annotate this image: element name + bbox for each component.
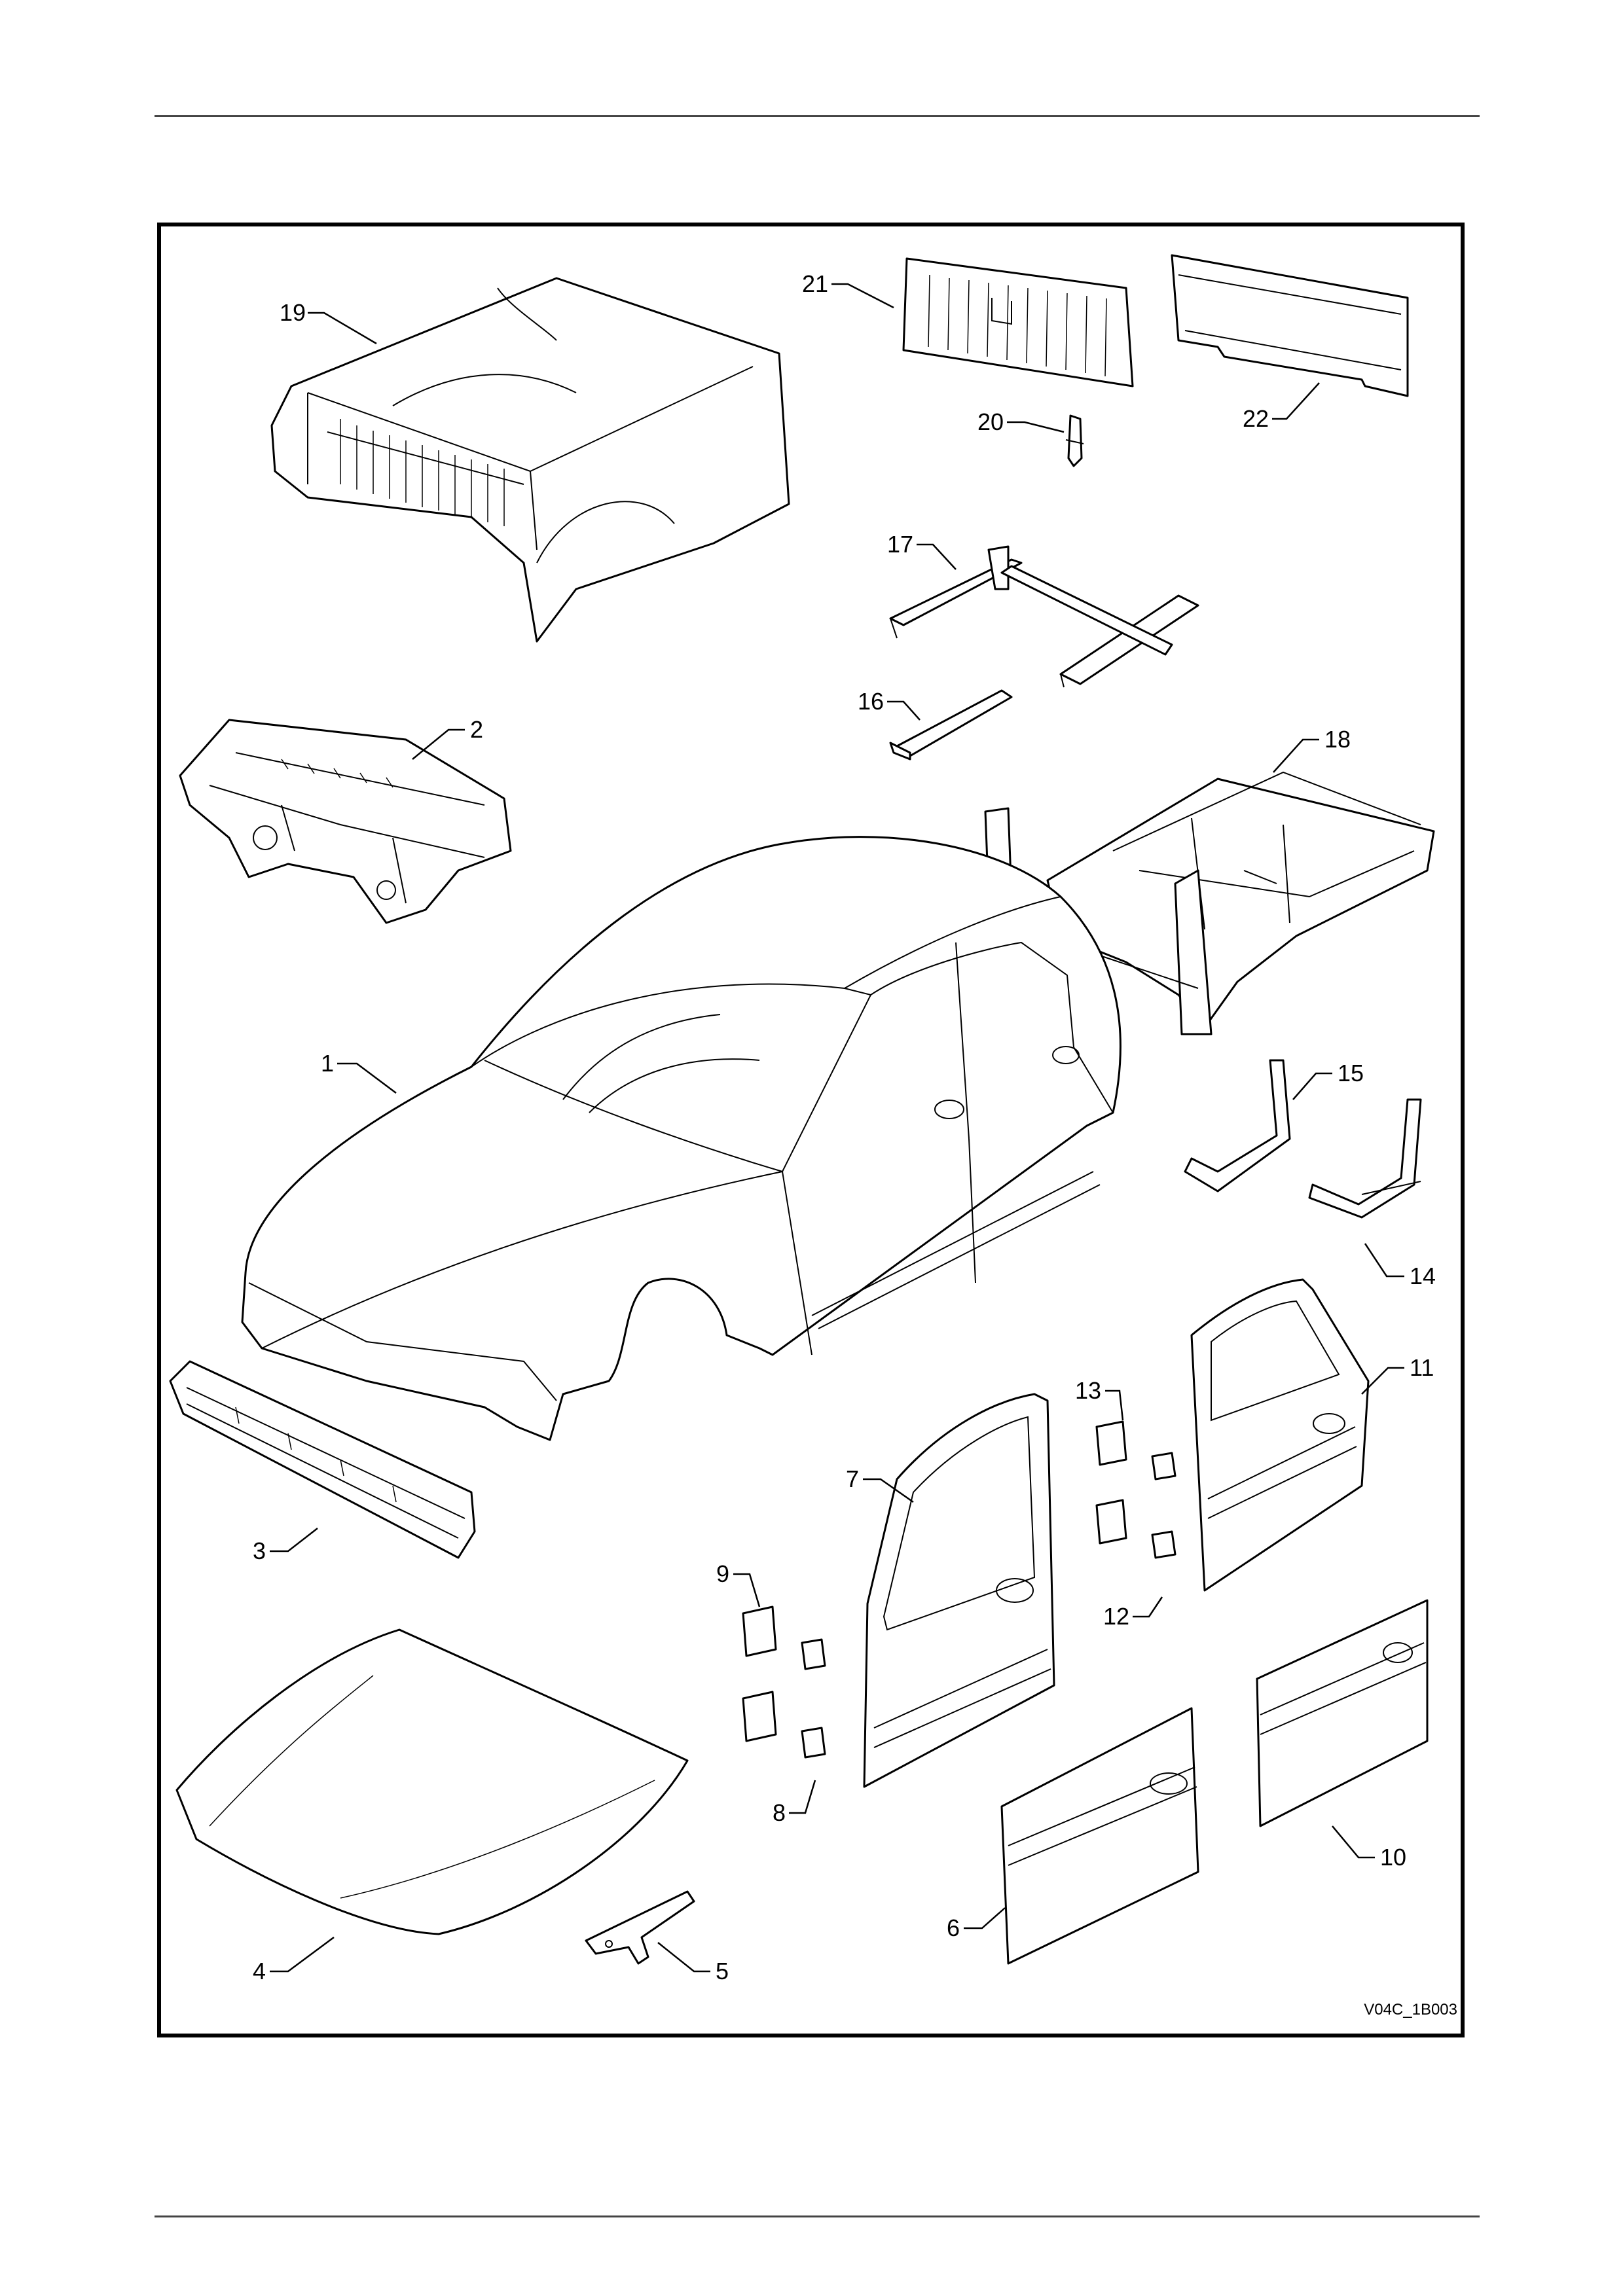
callout-5: 5 bbox=[716, 1958, 729, 1984]
callout-22: 22 bbox=[1243, 405, 1269, 432]
callout-14: 14 bbox=[1410, 1263, 1436, 1289]
figure-reference-code: V04C_1B003 bbox=[1364, 2001, 1457, 2018]
part-6-front-door-skin bbox=[1002, 1708, 1198, 1964]
callout-8: 8 bbox=[773, 1799, 786, 1826]
part-4-hood bbox=[177, 1630, 687, 1934]
callout-13: 13 bbox=[1075, 1377, 1101, 1404]
callout-3: 3 bbox=[253, 1537, 266, 1564]
part-9-upper-hinge bbox=[743, 1607, 825, 1669]
part-15-support-bracket bbox=[1185, 1060, 1290, 1191]
callout-10: 10 bbox=[1380, 1844, 1406, 1871]
part-21-tailgate bbox=[903, 259, 1133, 386]
callout-21: 21 bbox=[802, 270, 828, 297]
callout-7: 7 bbox=[846, 1465, 859, 1492]
callout-20: 20 bbox=[977, 408, 1004, 435]
callout-2: 2 bbox=[470, 716, 483, 743]
callout-6: 6 bbox=[947, 1914, 960, 1941]
part-1-body-shell bbox=[242, 837, 1120, 1440]
part-8-lower-hinge bbox=[743, 1692, 825, 1757]
part-14-support-bracket bbox=[1309, 1100, 1421, 1217]
callout-12: 12 bbox=[1103, 1603, 1129, 1630]
callout-17: 17 bbox=[887, 531, 913, 558]
callout-15: 15 bbox=[1338, 1060, 1364, 1086]
part-20-bracket bbox=[1066, 416, 1084, 466]
callout-1: 1 bbox=[321, 1050, 334, 1077]
part-5-hood-hinge bbox=[586, 1892, 694, 1964]
callout-19: 19 bbox=[280, 299, 306, 326]
callout-18: 18 bbox=[1324, 726, 1351, 753]
part-22-tailgate-panel bbox=[1172, 255, 1408, 396]
part-11-rear-door bbox=[1192, 1280, 1368, 1590]
part-13-upper-hinge bbox=[1097, 1422, 1175, 1479]
part-16-cross-member bbox=[890, 691, 1012, 759]
part-17-tray-frame bbox=[890, 547, 1198, 687]
callout-4: 4 bbox=[253, 1958, 266, 1984]
callout-11: 11 bbox=[1410, 1354, 1434, 1381]
part-7-front-door bbox=[864, 1394, 1054, 1787]
part-2-dash-panel bbox=[180, 720, 511, 923]
callout-16: 16 bbox=[858, 688, 884, 715]
part-10-rear-door-skin bbox=[1257, 1600, 1427, 1826]
callout-9: 9 bbox=[716, 1560, 729, 1587]
part-12-lower-hinge bbox=[1097, 1500, 1175, 1558]
part-19-cargo-tray bbox=[272, 278, 789, 641]
